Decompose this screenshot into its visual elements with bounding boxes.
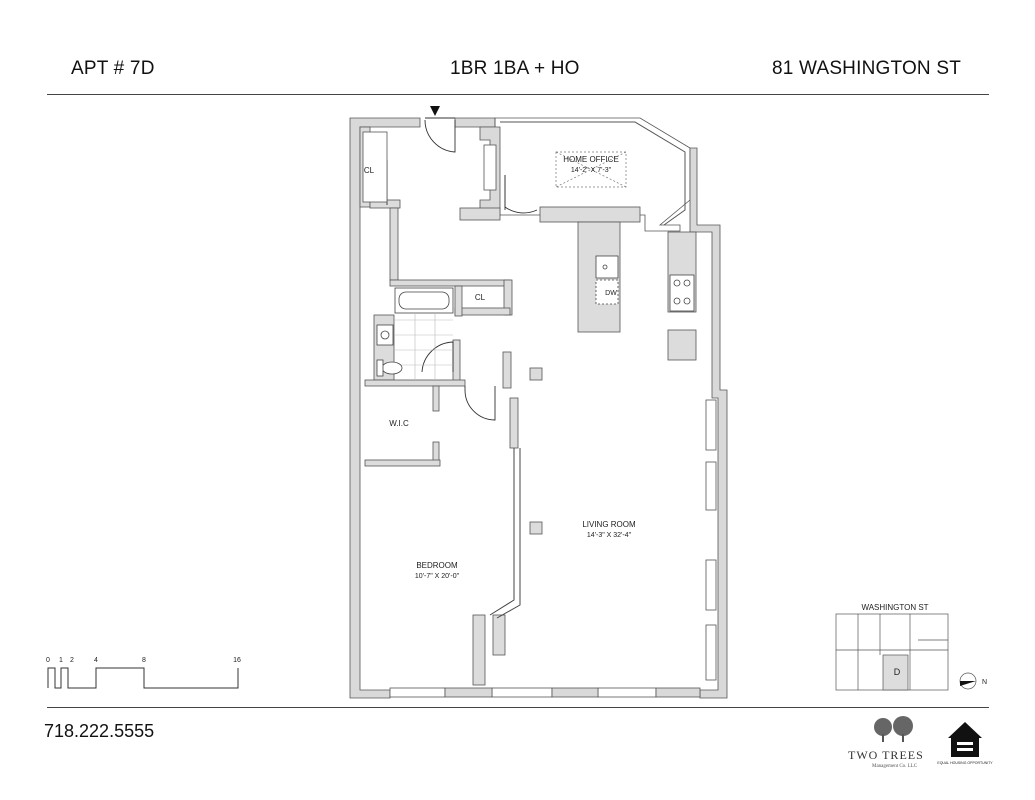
scale-tick-8: 8 [142,657,146,664]
home-office-dims: 14'-2" X 7'-3" [571,167,612,174]
scale-tick-4: 4 [94,657,98,664]
bath-fixtures [376,287,454,380]
scale-tick-0: 0 [46,657,50,664]
apartment-number: APT # 7D [71,58,155,79]
entry-arrow [430,106,440,116]
key-plan-street: WASHINGTON ST [861,603,928,612]
logo-subtitle: Management Co. LLC [872,764,918,769]
building-address: 81 WASHINGTON ST [772,58,962,79]
header-divider [47,94,989,95]
scale-tick-16: 16 [233,657,241,664]
unit-type: 1BR 1BA + HO [450,58,580,79]
phone-number: 718.222.5555 [44,721,155,741]
dishwasher-label: DW [605,290,617,297]
doors [386,117,538,421]
two-trees-logo [874,716,913,742]
key-plan-unit-marker: D [894,667,901,677]
right-windows [705,399,717,681]
eho-text: EQUAL HOUSING OPPORTUNITY [937,761,993,765]
closet-entry-box [362,131,388,203]
home-office-label: HOME OFFICE [563,155,619,164]
living-room-dims: 14'-3" X 32'-4" [587,532,632,539]
bedroom-dims: 10'-7" X 20'-0" [415,573,460,580]
footer-divider [47,707,989,708]
north-arrow-icon [960,681,976,686]
bottom-windows [389,687,701,698]
closet-entry-label: CL [364,166,375,175]
key-plan: WASHINGTON ST D N [835,603,987,691]
home-office-box [555,151,627,188]
kitchen-fixtures [595,255,695,312]
bedroom-label: BEDROOM [416,561,458,570]
closet-bath-label: CL [475,293,486,302]
scale-bar: 0 1 2 4 8 16 [46,657,241,689]
living-room-label: LIVING ROOM [582,520,636,529]
logo-name: TWO TREES [848,748,924,762]
exterior-walls [349,117,728,699]
interior-walls [359,126,697,686]
scale-tick-1: 1 [59,657,63,664]
equal-housing-icon: EQUAL HOUSING OPPORTUNITY [937,722,993,765]
north-label: N [982,679,987,686]
scale-tick-2: 2 [70,657,74,664]
wic-label: W.I.C [389,419,409,428]
